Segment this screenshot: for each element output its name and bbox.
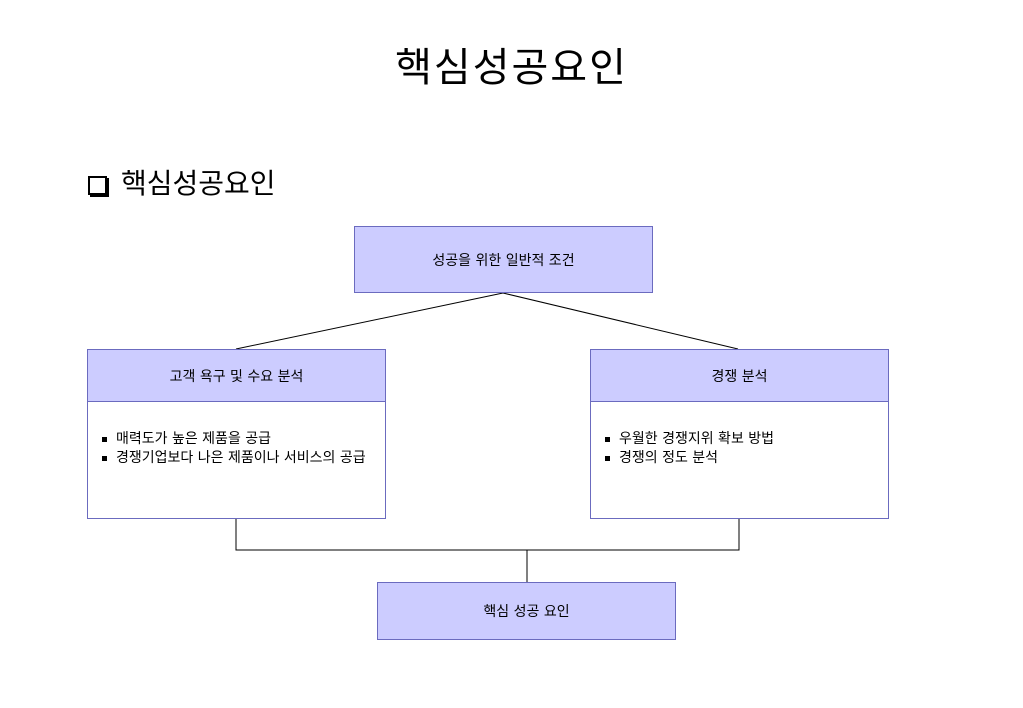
bottom-box: 핵심 성공 요인 [377, 582, 676, 640]
list-item: 경쟁의 정도 분석 [603, 449, 878, 468]
connector-top-to-left [235, 292, 504, 350]
list-item: 경쟁기업보다 나은 제품이나 서비스의 공급 [100, 449, 375, 468]
right-box-bullet-list: 우월한 경쟁지위 확보 방법 경쟁의 정도 분석 [603, 430, 878, 468]
checkbox-icon [88, 175, 107, 195]
page-title: 핵심성공요인 [395, 45, 628, 91]
top-box: 성공을 위한 일반적 조건 [354, 226, 653, 293]
left-box-header: 고객 욕구 및 수요 분석 [88, 350, 385, 401]
left-box-header-label: 고객 욕구 및 수요 분석 [169, 368, 304, 385]
right-box-header-label: 경쟁 분석 [711, 368, 768, 385]
connector-top-to-right [502, 292, 739, 350]
right-box: 경쟁 분석 우월한 경쟁지위 확보 방법 경쟁의 정도 분석 [590, 349, 889, 519]
section-heading-text: 핵심성공요인 [121, 167, 276, 200]
connector-left-right-merge [235, 519, 740, 551]
bottom-box-label: 핵심 성공 요인 [483, 604, 570, 620]
top-box-label: 성공을 위한 일반적 조건 [432, 252, 575, 269]
left-box-bullet-list: 매력도가 높은 제품을 공급 경쟁기업보다 나은 제품이나 서비스의 공급 [100, 430, 375, 468]
list-item: 매력도가 높은 제품을 공급 [100, 430, 375, 449]
list-item: 우월한 경쟁지위 확보 방법 [603, 430, 878, 449]
right-box-body: 우월한 경쟁지위 확보 방법 경쟁의 정도 분석 [591, 401, 888, 518]
section-heading: 핵심성공요인 [88, 164, 276, 204]
right-box-header: 경쟁 분석 [591, 350, 888, 401]
left-box-body: 매력도가 높은 제품을 공급 경쟁기업보다 나은 제품이나 서비스의 공급 [88, 401, 385, 518]
left-box: 고객 욕구 및 수요 분석 매력도가 높은 제품을 공급 경쟁기업보다 나은 제… [87, 349, 386, 519]
